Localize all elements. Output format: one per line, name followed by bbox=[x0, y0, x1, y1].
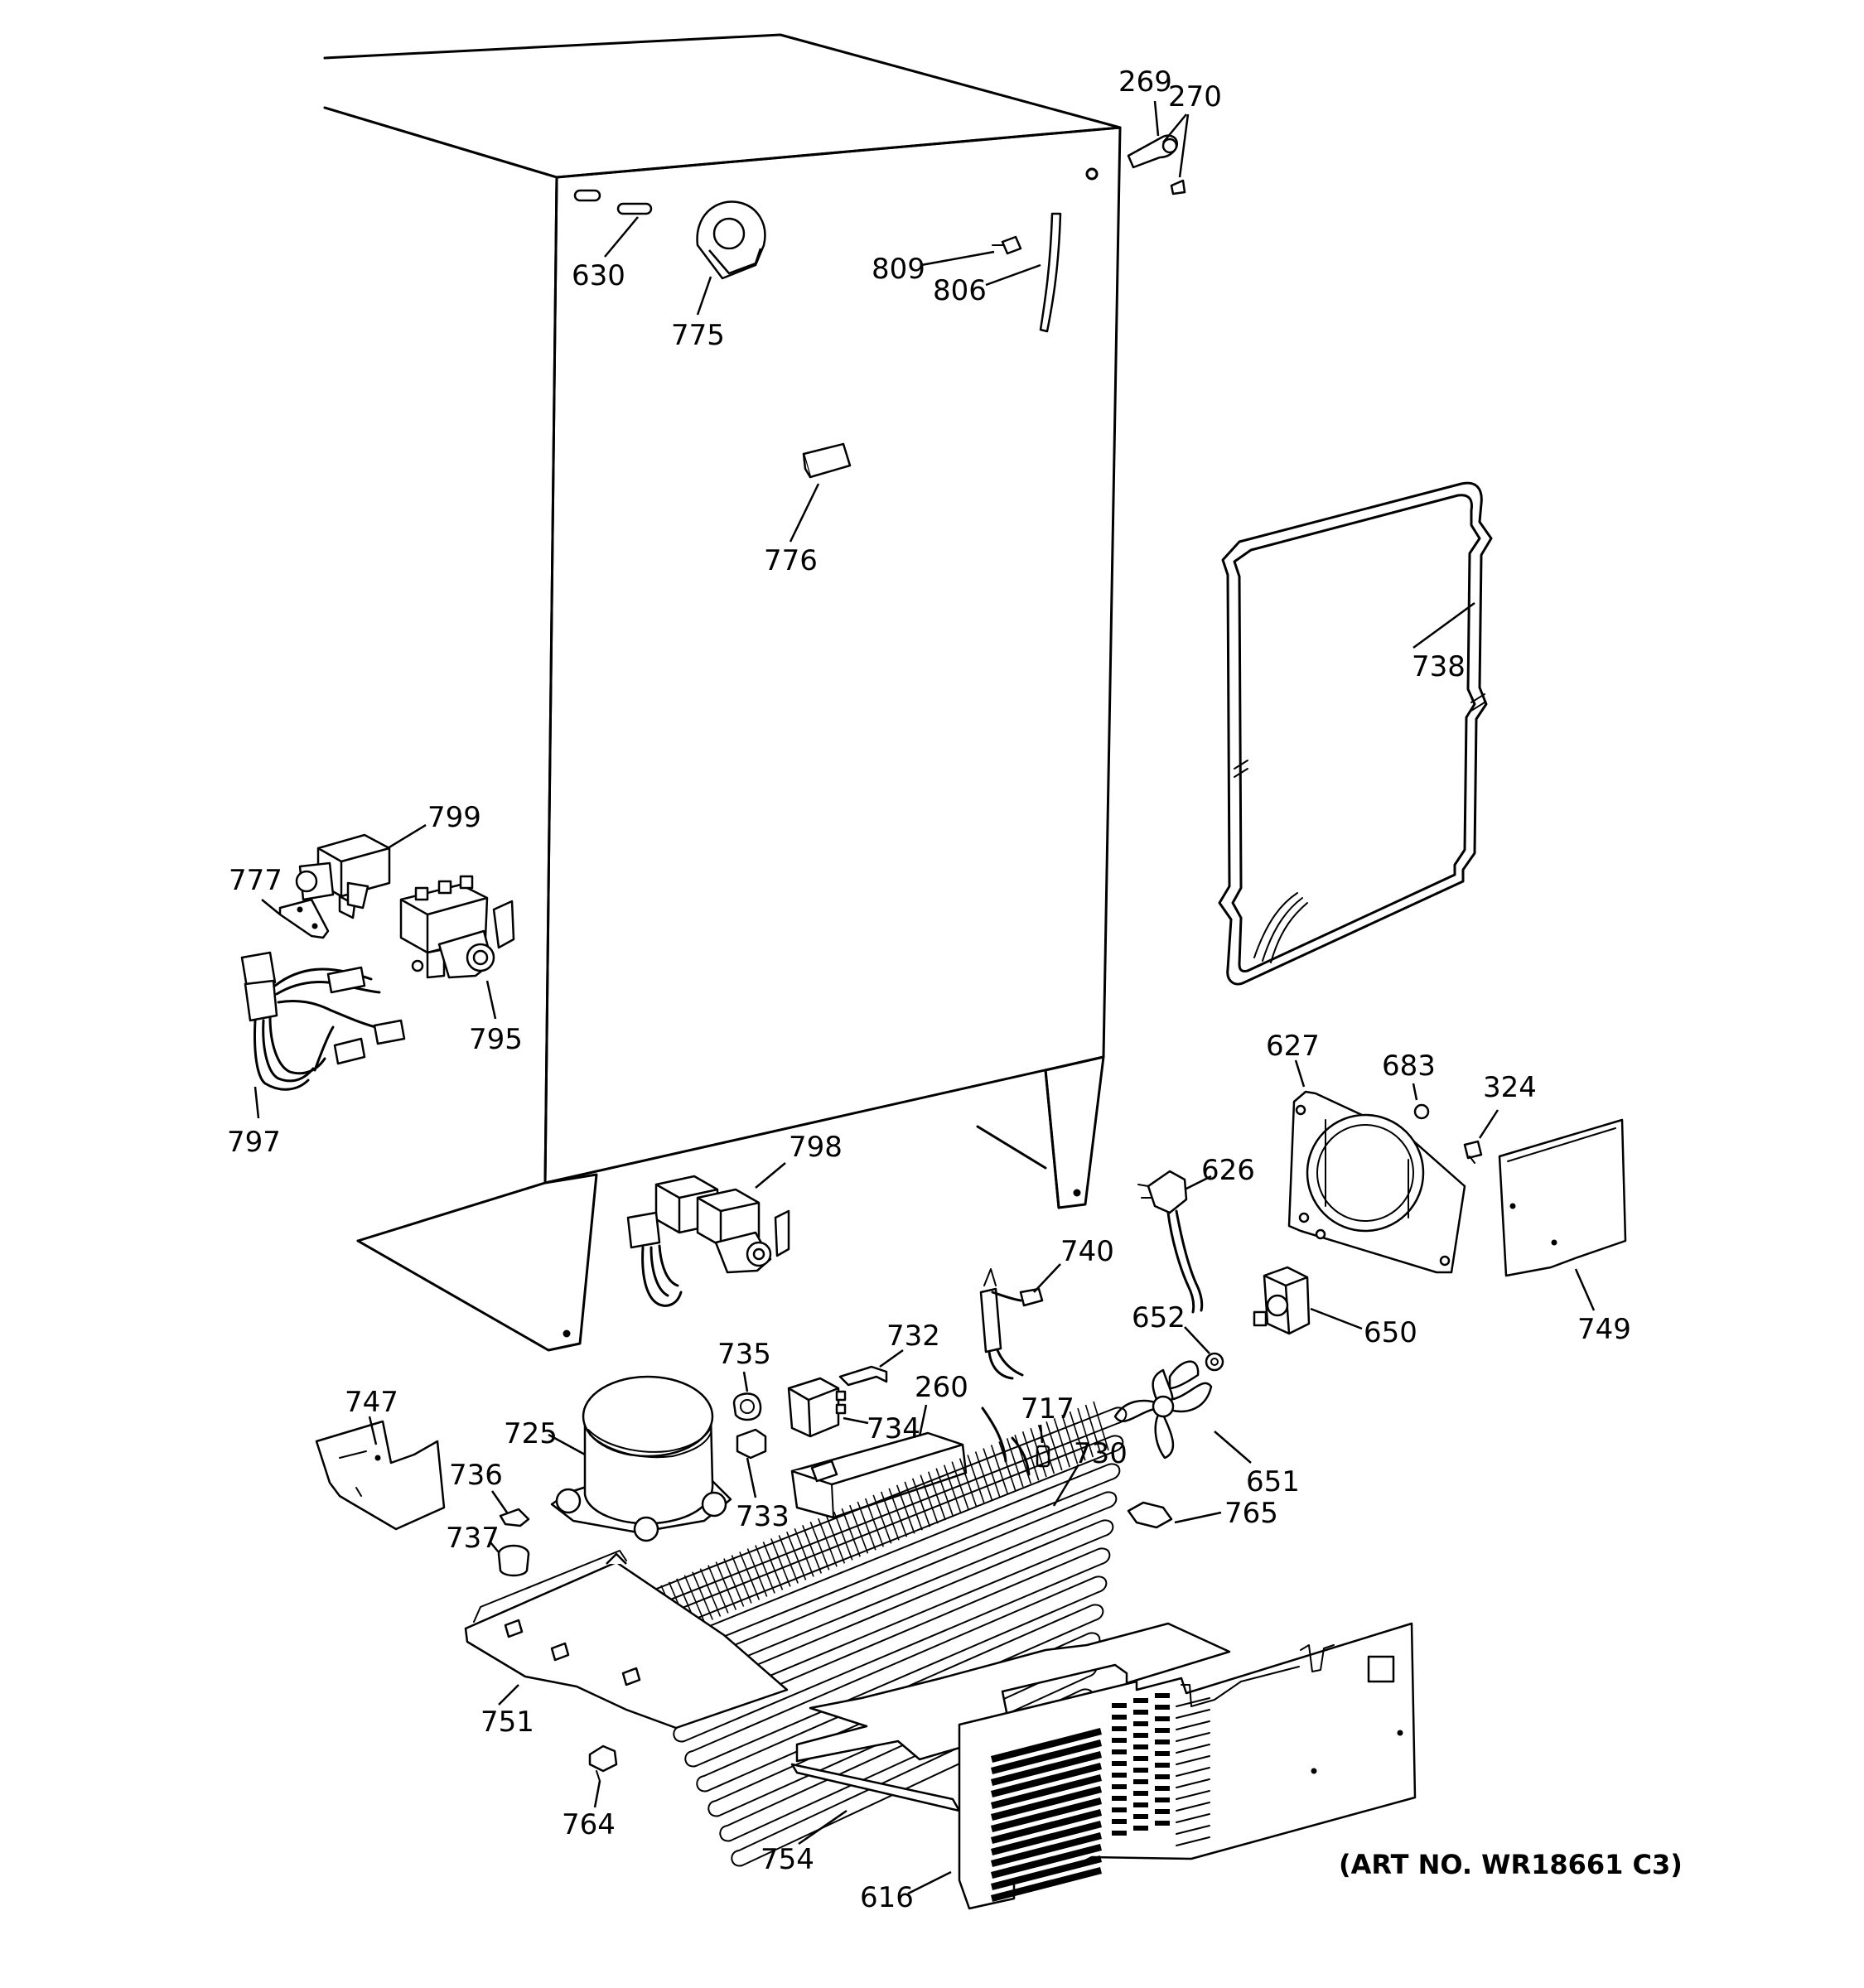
callout-754: 754 bbox=[761, 1843, 814, 1876]
part-749-cover bbox=[1498, 1118, 1627, 1311]
part-324-screw bbox=[1463, 1109, 1499, 1164]
callout-324: 324 bbox=[1483, 1071, 1537, 1104]
callout-764: 764 bbox=[562, 1808, 616, 1841]
part-809-806-screw-tube bbox=[920, 212, 1062, 333]
callout-717: 717 bbox=[1021, 1392, 1074, 1426]
callout-650: 650 bbox=[1364, 1316, 1417, 1349]
callout-775: 775 bbox=[671, 319, 725, 352]
part-797-wire-harness bbox=[240, 951, 406, 1119]
callout-749: 749 bbox=[1577, 1313, 1631, 1346]
part-799-water-valve bbox=[295, 823, 427, 919]
part-683-screw bbox=[1412, 1083, 1430, 1120]
part-776-clip bbox=[789, 442, 852, 543]
art-number: (ART NO. WR18661 C3) bbox=[1339, 1849, 1683, 1880]
callout-809: 809 bbox=[872, 253, 925, 286]
callout-630: 630 bbox=[572, 259, 625, 292]
callout-736: 736 bbox=[449, 1459, 503, 1492]
part-260-base bbox=[790, 1404, 968, 1519]
part-627-fan-bracket bbox=[1287, 1059, 1466, 1274]
callout-751: 751 bbox=[480, 1706, 534, 1739]
callout-652: 652 bbox=[1132, 1301, 1186, 1334]
part-651-fan-blade bbox=[1113, 1360, 1252, 1464]
callout-798: 798 bbox=[789, 1131, 843, 1164]
part-737-grommet bbox=[490, 1542, 530, 1577]
callout-797: 797 bbox=[227, 1126, 281, 1159]
callout-776: 776 bbox=[764, 544, 818, 577]
refrigerator-cabinet bbox=[323, 33, 1122, 1352]
callout-626: 626 bbox=[1201, 1154, 1255, 1187]
part-738-heater-loop bbox=[1218, 481, 1493, 986]
callout-270: 270 bbox=[1168, 80, 1222, 113]
part-626-power-cord bbox=[1137, 1170, 1212, 1314]
part-798-water-valve bbox=[626, 1162, 790, 1307]
callout-737: 737 bbox=[446, 1522, 500, 1555]
part-751-base-pan bbox=[464, 1550, 789, 1730]
callout-269: 269 bbox=[1118, 65, 1172, 99]
callout-735: 735 bbox=[717, 1338, 771, 1371]
part-732-clip bbox=[838, 1349, 904, 1387]
part-765-clip bbox=[1127, 1501, 1222, 1529]
part-616-grille bbox=[907, 1622, 1417, 1910]
callout-799: 799 bbox=[427, 801, 481, 834]
callout-260: 260 bbox=[915, 1371, 968, 1404]
callout-747: 747 bbox=[345, 1386, 398, 1419]
part-733-relay bbox=[736, 1428, 767, 1498]
callout-765: 765 bbox=[1224, 1497, 1278, 1530]
callout-labels: 269 270 630 775 809 806 776 738 799 777 … bbox=[227, 65, 1683, 1914]
callout-627: 627 bbox=[1266, 1030, 1320, 1063]
callout-725: 725 bbox=[504, 1417, 558, 1450]
callout-683: 683 bbox=[1382, 1049, 1436, 1083]
part-795-water-valve bbox=[399, 875, 515, 1020]
part-630-plugs bbox=[573, 189, 653, 258]
part-736-clip bbox=[490, 1490, 530, 1527]
part-717-fuse bbox=[1036, 1424, 1050, 1468]
callout-738: 738 bbox=[1412, 650, 1466, 683]
part-747-cover bbox=[315, 1416, 446, 1531]
part-764-clip bbox=[588, 1744, 618, 1808]
callout-616: 616 bbox=[860, 1881, 914, 1914]
part-777-bracket bbox=[261, 898, 330, 939]
part-735-grommet bbox=[732, 1371, 762, 1421]
callout-734: 734 bbox=[867, 1412, 920, 1445]
callout-732: 732 bbox=[886, 1320, 940, 1353]
part-269-270-hinge bbox=[1127, 100, 1190, 195]
callout-806: 806 bbox=[933, 274, 987, 307]
part-734-overload bbox=[787, 1377, 869, 1438]
callout-740: 740 bbox=[1060, 1235, 1114, 1268]
callout-777: 777 bbox=[229, 864, 282, 897]
part-650-fan-motor bbox=[1253, 1266, 1363, 1335]
part-740-defrost-thermostat bbox=[979, 1263, 1061, 1380]
callout-733: 733 bbox=[736, 1500, 790, 1533]
part-775-damper-control bbox=[696, 200, 766, 316]
part-652-nut bbox=[1184, 1326, 1224, 1372]
part-725-compressor bbox=[548, 1375, 732, 1542]
callout-730: 730 bbox=[1074, 1437, 1128, 1470]
callout-651: 651 bbox=[1246, 1465, 1300, 1498]
callout-795: 795 bbox=[469, 1023, 523, 1056]
